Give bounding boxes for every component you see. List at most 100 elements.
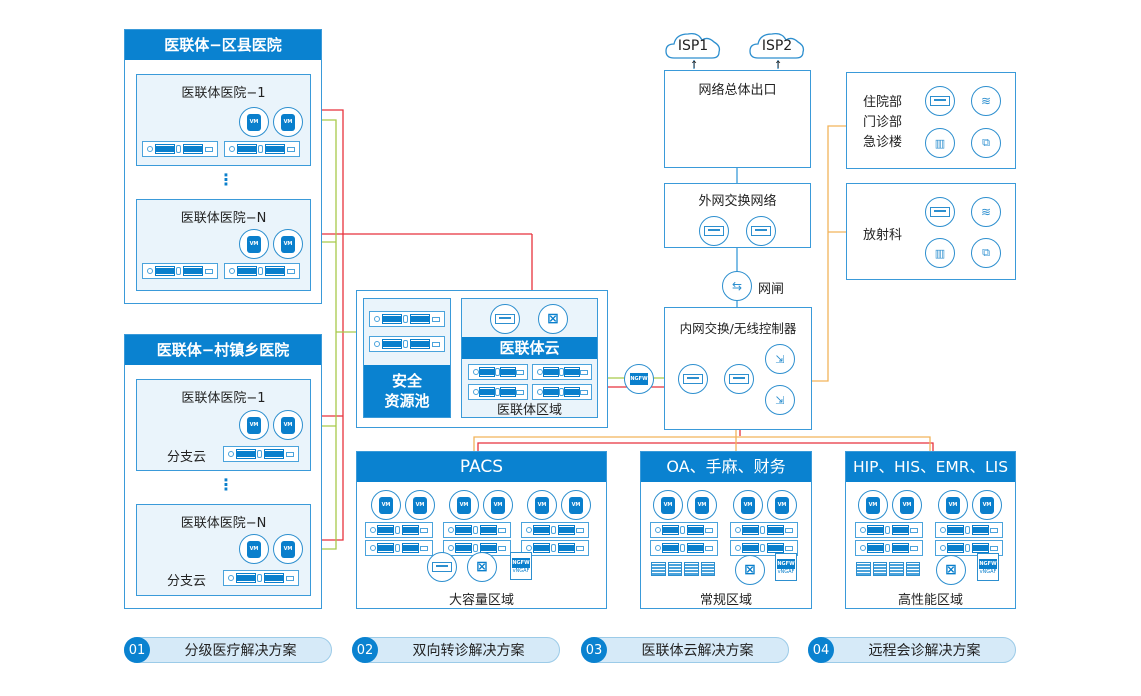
county-hospital-1[interactable]: 医联体医院−1 VM VM <box>136 74 311 166</box>
vm-icon: VM <box>239 410 269 440</box>
department-label: 急诊楼 <box>863 135 903 150</box>
solution-label: 双向转诊解决方案 <box>412 643 525 659</box>
solution-number: 03 <box>581 637 607 663</box>
vm-icon: VM <box>239 107 269 137</box>
server-icon <box>468 364 528 380</box>
server-icon <box>730 522 798 538</box>
internal-switch-title: 内网交换/无线控制器 <box>679 321 797 336</box>
building-icon: ▥ <box>925 238 955 268</box>
storage-array-icon <box>856 562 920 576</box>
server-icon <box>365 540 433 556</box>
vm-icon: VM <box>273 229 303 259</box>
village-hospital-n[interactable]: 医联体医院−N VM VM 分支云 <box>136 504 311 596</box>
orange-link-depts <box>812 125 846 382</box>
server-icon <box>142 141 218 157</box>
cloud-region-label: 医联体区域 <box>496 403 562 418</box>
server-icon <box>142 263 218 279</box>
server-icon <box>224 141 300 157</box>
server-icon <box>855 540 923 556</box>
arrow-up-icon: ↑ <box>690 60 699 71</box>
solution-number: 04 <box>808 637 834 663</box>
storage-array-icon <box>651 562 715 576</box>
switch-icon <box>490 304 520 334</box>
isp1-cloud[interactable]: ISP1 <box>664 28 722 66</box>
vm-icon: VM <box>273 534 303 564</box>
router-icon: ⊠ <box>936 555 966 585</box>
wireless-controller-icon: ⇲ <box>765 344 795 374</box>
department-label: 放射科 <box>863 228 903 243</box>
server-icon <box>365 522 433 538</box>
external-switch-title: 外网交换网络 <box>698 194 777 209</box>
ellipsis-icon: ⋮ <box>218 475 234 494</box>
hospital-label: 医联体医院−N <box>180 211 267 226</box>
external-switch-network[interactable]: 外网交换网络 <box>664 183 811 248</box>
cloud-icon <box>665 32 721 59</box>
solution-number: 01 <box>124 637 150 663</box>
router-icon: ⊠ <box>467 552 497 582</box>
county-group-title: 医联体−区县医院 <box>125 30 321 60</box>
vm-icon: VM <box>239 229 269 259</box>
solution-pill-3[interactable]: 03 医联体云解决方案 <box>581 637 789 663</box>
solution-pill-2[interactable]: 02 双向转诊解决方案 <box>352 637 560 663</box>
medical-cloud[interactable]: ⊠ 医联体云 医联体区域 <box>461 298 598 418</box>
zone-title: PACS <box>357 452 606 482</box>
department-group-radiology[interactable]: 放射科 ≋ ▥ ⧉ <box>846 183 1016 280</box>
server-icon <box>730 540 798 556</box>
village-hospital-1[interactable]: 医联体医院−1 VM VM 分支云 <box>136 379 311 471</box>
server-icon <box>521 540 589 556</box>
zone-title: OA、手麻、财务 <box>641 452 811 482</box>
switch-icon <box>678 364 708 394</box>
department-group-inpatient[interactable]: 住院部 门诊部 急诊楼 ≋ ▥ ⧉ <box>846 72 1016 169</box>
hospital-label: 医联体医院−1 <box>181 86 266 101</box>
server-icon <box>468 384 528 400</box>
switch-icon <box>746 216 776 246</box>
department-label: 门诊部 <box>863 115 903 130</box>
server-icon <box>521 522 589 538</box>
router-icon: ⊠ <box>538 304 568 334</box>
network-egress[interactable]: 网络总体出口 <box>664 70 811 168</box>
wifi-icon: ≋ <box>971 197 1001 227</box>
county-hospital-n[interactable]: 医联体医院−N VM VM <box>136 199 311 291</box>
branch-cloud-label: 分支云 <box>167 450 207 465</box>
zone-region-label: 常规区域 <box>699 593 752 608</box>
switch-icon <box>925 86 955 116</box>
zone-region-label: 高性能区域 <box>897 593 963 608</box>
wireless-controller-icon: ⇲ <box>765 385 795 415</box>
switch-icon <box>925 197 955 227</box>
server-icon <box>369 336 445 352</box>
server-icon <box>855 522 923 538</box>
security-resource-pool[interactable]: 安全 资源池 <box>363 298 451 418</box>
vm-icon: VM <box>273 107 303 137</box>
solution-pill-4[interactable]: 04 远程会诊解决方案 <box>808 637 1016 663</box>
ellipsis-icon: ⋮ <box>218 170 234 189</box>
gateway-icon[interactable]: ⇆ <box>722 271 752 301</box>
cloud-title: 医联体云 <box>462 337 597 359</box>
solution-number: 02 <box>352 637 378 663</box>
arrow-up-icon: ↑ <box>774 60 783 71</box>
isp2-cloud[interactable]: ISP2 <box>748 28 806 66</box>
switch-icon <box>699 216 729 246</box>
server-icon <box>935 522 1003 538</box>
zone-title: HIP、HIS、EMR、LIS <box>846 452 1015 482</box>
building-icon: ▥ <box>925 128 955 158</box>
server-icon <box>369 311 445 327</box>
pool-label-line1: 安全 <box>391 372 422 390</box>
server-icon <box>650 522 718 538</box>
pool-label-line2: 资源池 <box>384 392 430 410</box>
switch-icon <box>724 364 754 394</box>
solution-pill-1[interactable]: 01 分级医疗解决方案 <box>124 637 332 663</box>
zone-region-label: 大容量区域 <box>448 593 514 608</box>
ngfw-firewall-icon[interactable]: NGFW <box>624 364 654 394</box>
internal-switch-controller[interactable]: 内网交换/无线控制器 ⇲ ⇲ <box>664 307 812 430</box>
cloud-icon <box>749 32 805 59</box>
